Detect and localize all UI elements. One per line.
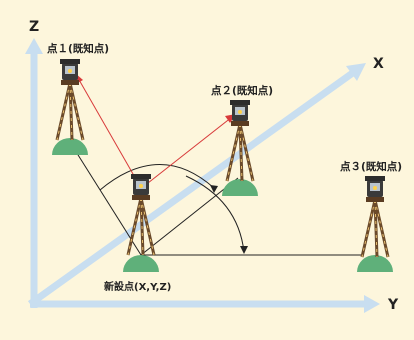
axis-y: [30, 295, 380, 313]
mound-point1: [52, 138, 88, 155]
mound-point2: [222, 179, 258, 196]
axis-y-label: Y: [387, 297, 399, 313]
angle-construction: [67, 138, 362, 256]
point3-label: 点３(既知点): [340, 160, 402, 173]
axis-x-label: X: [373, 56, 384, 72]
new-point-label: 新設点(X,Y,Z): [104, 280, 171, 293]
axis-z: [25, 38, 43, 308]
mound-point3: [357, 255, 393, 272]
axis-x: [27, 63, 366, 307]
mound-new-point: [123, 255, 159, 272]
point1-label: 点１(既知点): [47, 42, 109, 55]
point2-label: 点２(既知点): [211, 84, 273, 97]
axis-z-label: Z: [29, 19, 39, 35]
